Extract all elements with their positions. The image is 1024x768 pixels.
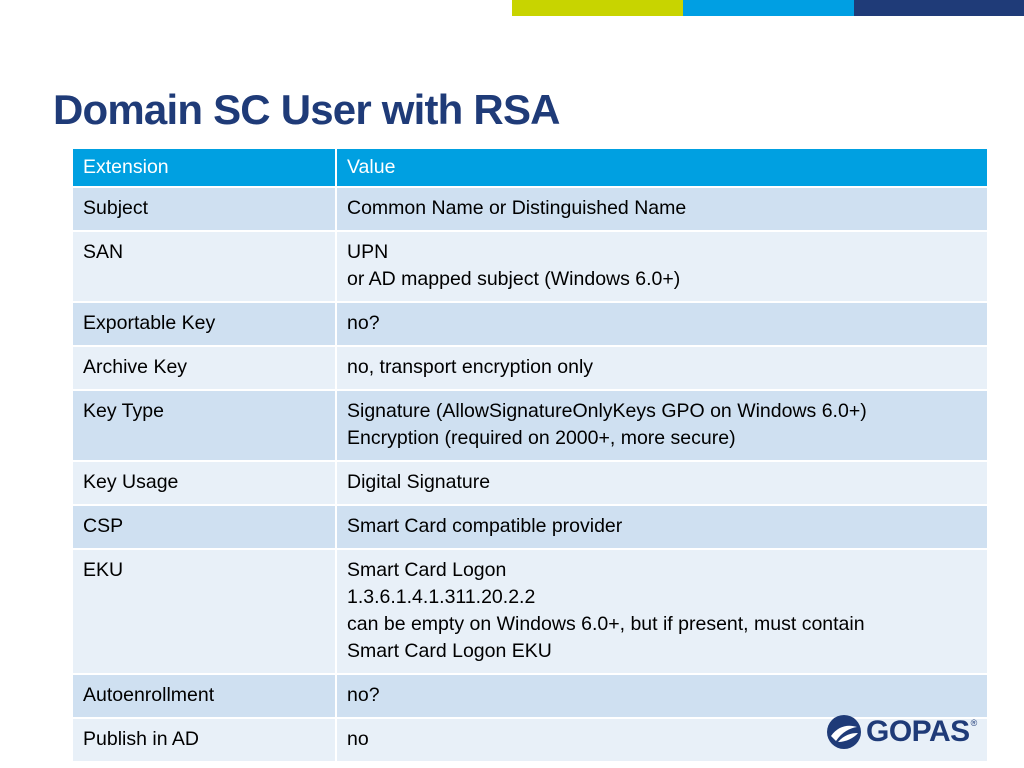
value-cell: no? xyxy=(335,674,987,719)
table-row: Autoenrollment no? xyxy=(73,674,987,719)
table-row: SAN UPN or AD mapped subject (Windows 6.0+… xyxy=(73,231,987,303)
extension-cell: EKU xyxy=(73,549,336,675)
table-row: Exportable Key no? xyxy=(73,302,987,347)
value-line: can be empty on Windows 6.0+, but if pre… xyxy=(347,613,865,635)
extension-cell: CSP xyxy=(73,505,336,550)
value-line: no, transport encryption only xyxy=(347,356,594,378)
value-line: no xyxy=(347,728,369,750)
value-line: no? xyxy=(347,312,380,334)
value-line: no? xyxy=(347,684,380,706)
gopas-logo-mark-icon xyxy=(827,715,861,749)
value-line: or AD mapped subject (Windows 6.0+) xyxy=(347,268,681,290)
value-cell: no, transport encryption only xyxy=(335,346,987,391)
table-row: EKU Smart Card Logon 1.3.6.1.4.1.311.20.2.… xyxy=(73,549,987,675)
table-body: Subject Common Name or Distinguished Name… xyxy=(73,187,987,763)
value-line: Digital Signature xyxy=(347,471,491,493)
extension-cell: Key Type xyxy=(73,390,336,462)
accent-bar-blue xyxy=(683,0,854,16)
value-line: Smart Card Logon xyxy=(347,559,507,581)
extension-cell: Key Usage xyxy=(73,461,336,506)
extension-cell: SAN xyxy=(73,231,336,303)
extension-cell: Publish in AD xyxy=(73,718,336,763)
gopas-logo: GOPAS ® xyxy=(826,714,977,750)
value-cell: UPN or AD mapped subject (Windows 6.0+) xyxy=(335,231,987,303)
table-row: Archive Key no, transport encryption only xyxy=(73,346,987,391)
value-line: 1.3.6.1.4.1.311.20.2.2 xyxy=(347,586,536,608)
value-line: Signature (AllowSignatureOnlyKeys GPO on… xyxy=(347,400,867,422)
extension-cell: Subject xyxy=(73,187,336,232)
logo-text: GOPAS xyxy=(866,715,970,748)
table-row: Key Usage Digital Signature xyxy=(73,461,987,506)
accent-bar-green xyxy=(512,0,683,16)
table-row: CSP Smart Card compatible provider xyxy=(73,505,987,550)
extension-cell: Archive Key xyxy=(73,346,336,391)
accent-bar-navy xyxy=(854,0,1024,16)
logo-registered-mark: ® xyxy=(970,718,978,728)
value-cell: no? xyxy=(335,302,987,347)
value-cell: Signature (AllowSignatureOnlyKeys GPO on… xyxy=(335,390,987,462)
value-line: Smart Card Logon EKU xyxy=(347,640,552,662)
value-cell: Common Name or Distinguished Name xyxy=(335,187,987,232)
extensions-table: Extension Value Subject Common Name or Di… xyxy=(73,149,987,763)
value-line: Smart Card compatible provider xyxy=(347,515,623,537)
extension-cell: Exportable Key xyxy=(73,302,336,347)
header-extension: Extension xyxy=(73,149,336,188)
table-row: Subject Common Name or Distinguished Name xyxy=(73,187,987,232)
value-line: UPN xyxy=(347,241,389,263)
extension-cell: Autoenrollment xyxy=(73,674,336,719)
slide-title: Domain SC User with RSA xyxy=(53,86,560,133)
header-value: Value xyxy=(335,149,987,188)
table-header-row: Extension Value xyxy=(73,149,987,188)
value-line: Common Name or Distinguished Name xyxy=(347,197,687,219)
value-cell: Smart Card compatible provider xyxy=(335,505,987,550)
table-row: Key Type Signature (AllowSignatureOnlyKey… xyxy=(73,390,987,462)
value-cell: Smart Card Logon 1.3.6.1.4.1.311.20.2.2 ca… xyxy=(335,549,987,675)
value-cell: no xyxy=(335,718,987,763)
value-cell: Digital Signature xyxy=(335,461,987,506)
value-line: Encryption (required on 2000+, more secu… xyxy=(347,427,736,449)
